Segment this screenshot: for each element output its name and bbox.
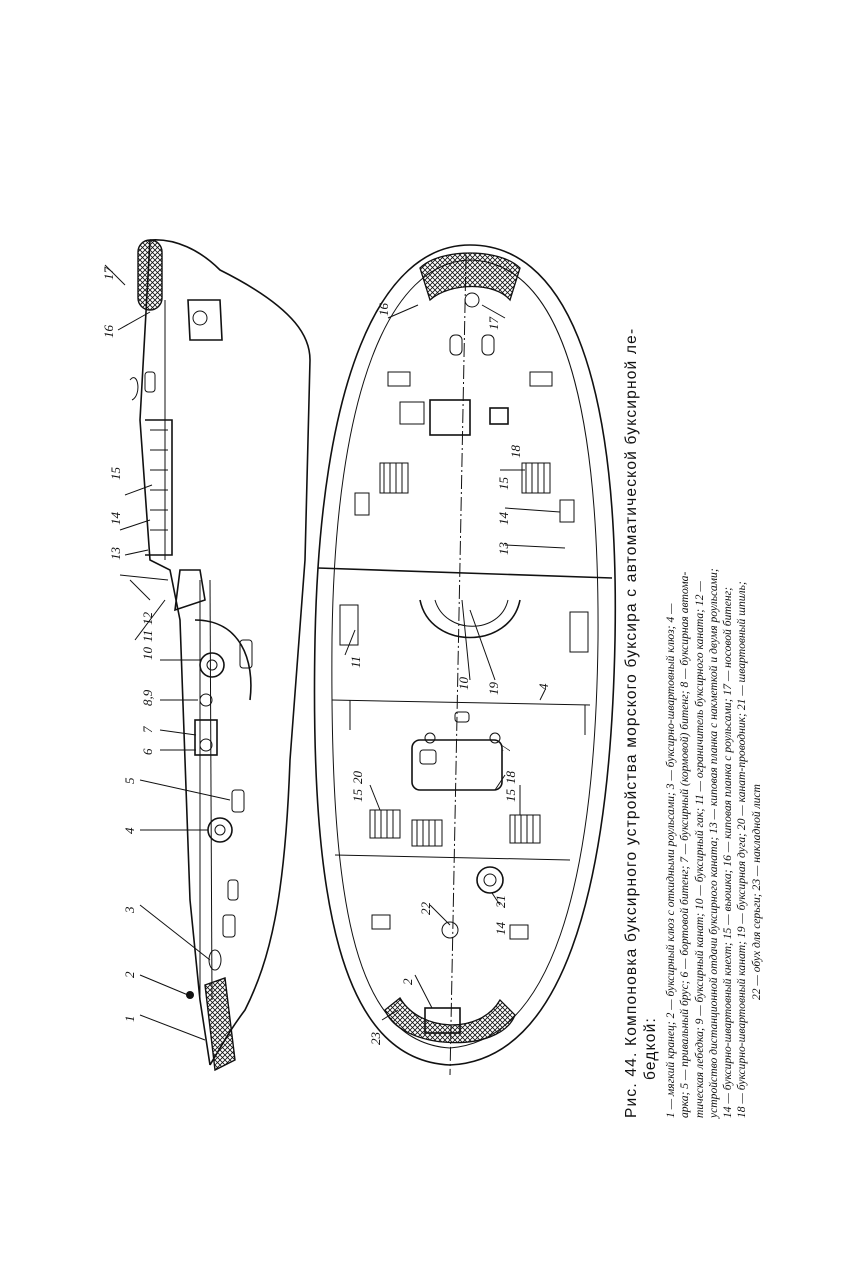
label-17: 17 xyxy=(101,267,116,281)
legend-line: 14 — буксирно-швартовный кнехт; 15 — вью… xyxy=(721,586,735,1118)
label-10: 10 xyxy=(140,647,155,661)
legend-line: 22 — обух для серьги; 23 — накладной лис… xyxy=(749,784,763,1000)
label-15b: 15 xyxy=(503,789,518,803)
label-7p: 7 xyxy=(498,745,513,752)
label-4p: 4 xyxy=(536,683,551,690)
legend-line: 18 — буксирно-швартовный канат; 19 — бук… xyxy=(735,581,749,1118)
label-7: 7 xyxy=(140,726,155,733)
label-12: 12 xyxy=(140,612,155,626)
figure-legend: 1 — мягкий кранец; 2 — буксирный клюз с … xyxy=(664,258,764,1118)
legend-line: арка; 5 — привальный брус; 6 — бортовой … xyxy=(678,571,692,1118)
label-14: 14 xyxy=(108,512,123,526)
label-14p: 14 xyxy=(493,922,508,936)
label-10p: 10 xyxy=(456,677,471,691)
label-3: 3 xyxy=(122,906,137,914)
figure-title: Рис. 44. Компоновка буксирного устройств… xyxy=(622,258,660,1118)
plan-view xyxy=(313,244,617,1076)
legend-line: устройство дистанционной отдачи буксирно… xyxy=(706,568,720,1118)
label-11: 11 xyxy=(140,630,155,642)
figure-caption: Рис. 44. Компоновка буксирного устройств… xyxy=(622,258,764,1118)
side-view xyxy=(104,239,311,1072)
label-20: 20 xyxy=(350,771,365,785)
label-16p: 16 xyxy=(376,303,391,317)
label-15c: 15 xyxy=(496,477,511,491)
label-23: 23 xyxy=(368,1032,383,1046)
legend-line: тическая лебедка; 9 — буксирный канат; 1… xyxy=(692,581,706,1118)
legend-line: 1 — мягкий кранец; 2 — буксирный клюз с … xyxy=(664,603,677,1118)
label-4: 4 xyxy=(122,827,137,834)
figure-title-line-2: бедкой: xyxy=(642,1017,659,1080)
label-2: 2 xyxy=(122,971,137,978)
label-19: 19 xyxy=(486,682,501,696)
label-18b: 18 xyxy=(508,445,523,459)
side-view-labels: 1 2 3 4 5 6 7 8,9 10 11 12 13 14 15 16 1… xyxy=(101,267,155,1023)
label-15: 15 xyxy=(108,467,123,481)
bow-overlay-plate xyxy=(419,252,521,302)
label-1: 1 xyxy=(122,1016,137,1023)
label-13p: 13 xyxy=(496,542,511,556)
label-15a: 15 xyxy=(350,789,365,803)
stern-fender xyxy=(204,977,236,1072)
label-6: 6 xyxy=(140,748,155,755)
label-5: 5 xyxy=(122,777,137,784)
bow-fender xyxy=(137,239,163,311)
label-13: 13 xyxy=(108,547,123,561)
figure-title-line-1: Рис. 44. Компоновка буксирного устройств… xyxy=(623,327,640,1118)
label-18a: 18 xyxy=(503,771,518,785)
label-22: 22 xyxy=(418,902,433,916)
label-8-9: 8,9 xyxy=(140,689,155,706)
label-14q: 14 xyxy=(496,512,511,526)
label-17p: 17 xyxy=(486,317,501,331)
label-16: 16 xyxy=(101,325,116,339)
label-2p: 2 xyxy=(400,978,415,985)
stern-overlay-plate xyxy=(384,997,516,1044)
plan-view-labels: 23 2 22 14 21 15 20 15 18 7 4 19 10 11 1… xyxy=(348,303,551,1046)
label-21: 21 xyxy=(493,895,508,908)
label-11p: 11 xyxy=(348,656,363,668)
